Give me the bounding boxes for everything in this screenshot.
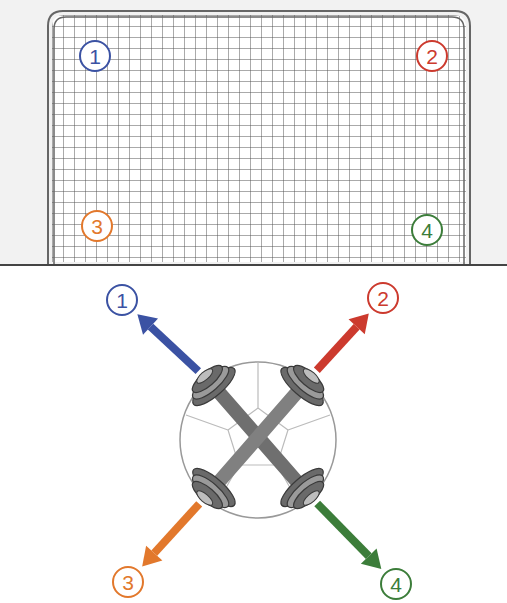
background xyxy=(0,0,507,266)
callout-number: 2 xyxy=(377,288,389,309)
callout-number: 1 xyxy=(89,46,101,67)
callout-number: 4 xyxy=(421,220,433,241)
callout-number: 1 xyxy=(116,290,128,311)
goal-net xyxy=(52,15,466,262)
dumbbell-cross xyxy=(182,355,334,519)
direction-arrows xyxy=(137,313,381,569)
direction-arrow xyxy=(317,503,369,556)
goal-frame xyxy=(48,11,470,264)
arrow-head xyxy=(361,548,381,569)
ball xyxy=(180,362,336,518)
arrow-head xyxy=(137,314,158,334)
direction-arrow xyxy=(151,327,199,372)
arrow-head xyxy=(142,546,162,567)
callout-circle: 1 xyxy=(79,40,111,72)
callout-circle: 3 xyxy=(112,566,144,598)
ground-line xyxy=(0,264,507,266)
callout-number: 4 xyxy=(390,574,402,595)
arrow-head xyxy=(349,313,369,334)
callout-circle: 1 xyxy=(106,284,138,316)
callout-number: 3 xyxy=(91,216,103,237)
callout-circle: 2 xyxy=(416,40,448,72)
callout-circle: 2 xyxy=(367,282,399,314)
callout-number: 3 xyxy=(122,572,134,593)
callout-number: 2 xyxy=(426,46,438,67)
direction-arrow xyxy=(154,504,199,553)
direction-arrow xyxy=(317,327,357,370)
callout-circle: 4 xyxy=(411,214,443,246)
callout-circle: 3 xyxy=(81,210,113,242)
goal-frame-inner xyxy=(54,17,464,264)
callout-circle: 4 xyxy=(380,568,412,600)
